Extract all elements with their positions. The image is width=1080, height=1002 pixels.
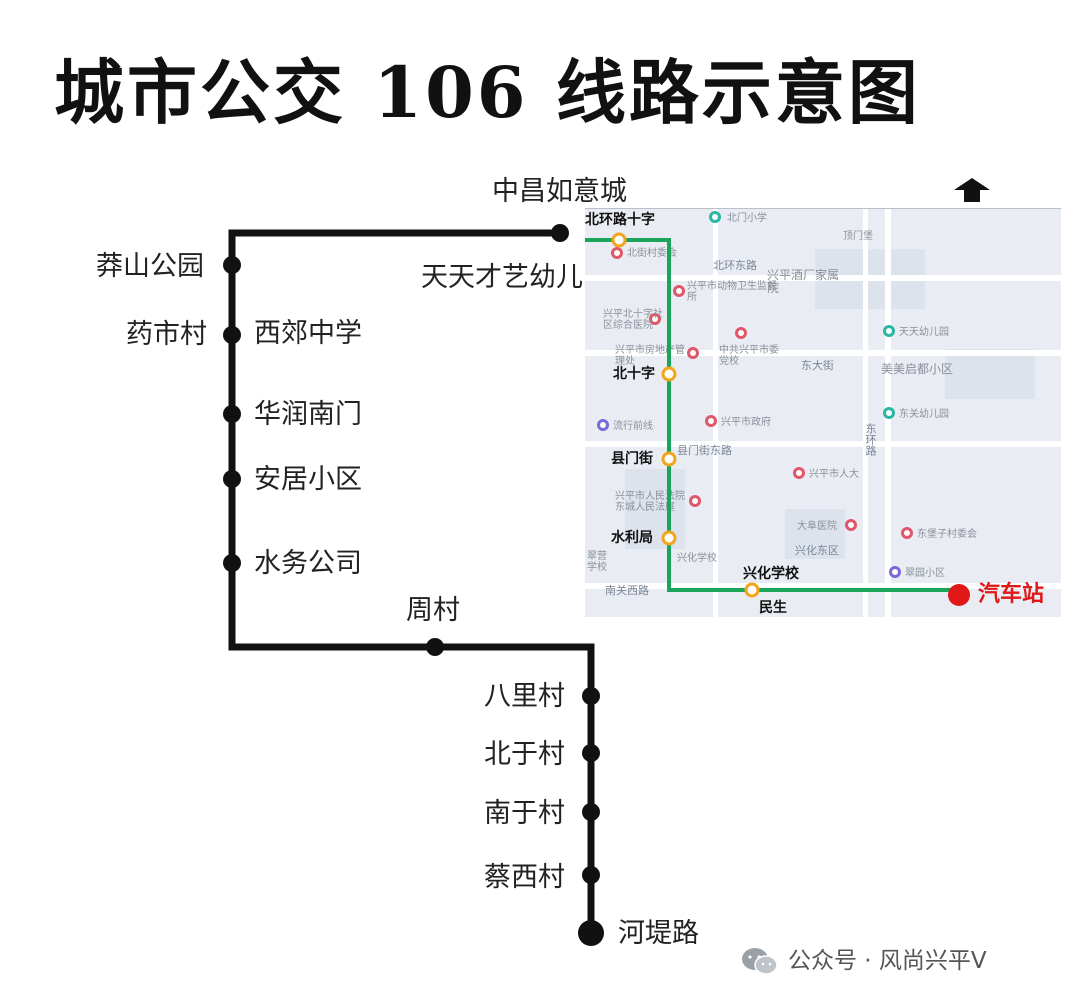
map-road [585,441,1061,447]
poi-pin-icon [889,566,901,578]
station-label-hedi: 河堤路 [618,918,699,949]
station-dot-zhoucun [426,638,444,656]
poi-label-cuiyuan: 翠园小区 [905,568,945,579]
poi-label-animal: 兴平市动物卫生监督所 [687,281,777,303]
station-dot-mangshan [223,256,241,274]
poi-label-hospital: 大阜医院 [797,521,837,532]
station-label-zhongchang: 中昌如意城 [492,176,627,207]
poi-label-gov: 兴平市政府 [721,417,771,428]
map-road [863,209,868,617]
station-label-shuiwu: 水务公司 [254,548,362,579]
poi-label-dongguan-kg: 东关幼儿园 [899,409,949,420]
wechat-icon [742,948,778,975]
station-dot-caixi [582,866,600,884]
inset-stop-label-minsheng: 民生 [759,600,787,616]
station-dot-zhongchang [551,224,569,242]
map-road [713,209,718,617]
station-label-zhoucun: 周村 [406,595,460,626]
inset-stop-label-xinghua: 兴化学校 [743,566,799,582]
inset-stop-marker [661,530,677,546]
station-label-bali: 八里村 [484,681,565,712]
poi-label-court: 兴平市人民法院东城人民法庭 [615,491,685,513]
north-arrow-icon [954,178,990,202]
map-block [785,509,845,559]
poi-pin-icon [883,407,895,419]
poi-label-dongbao: 东堡子村委会 [917,529,977,540]
map-inset: 北环东路 东大街 县门街东路 南关西路 东环路 兴化东区 北门小学 北街村委会 … [585,208,1061,617]
station-label-mangshan: 莽山公园 [96,251,204,282]
inset-stop-marker [744,582,760,598]
street-label-nanguan-west: 南关西路 [605,584,649,597]
poi-pin-icon [649,313,661,325]
poi-label-renda: 兴平市人大 [809,469,859,480]
inset-route-line [585,238,955,592]
map-road [585,583,1061,589]
map-road [585,275,1061,281]
map-block [945,349,1035,399]
watermark: 公众号 · 风尚兴平V [740,946,987,976]
poi-label-tiantian-kg: 天天幼儿园 [899,327,949,338]
poi-pin-icon [597,419,609,431]
page-title: 城市公交 106 线路示意图 [54,51,921,134]
poi-pin-icon [883,325,895,337]
inset-stop-label-shuili: 水利局 [611,530,653,546]
station-dot-nanyu [582,803,600,821]
poi-label-liuxing: 流行前线 [613,421,653,432]
inset-stop-label-xianmen: 县门街 [611,451,653,467]
station-dot-anju [223,470,241,488]
station-dot-beiyu [582,744,600,762]
poi-pin-icon [901,527,913,539]
poi-label-beimen-school: 北门小学 [727,213,767,224]
poi-pin-icon [845,519,857,531]
street-label-xinghua-east: 兴化东区 [795,544,839,557]
poi-pin-icon [793,467,805,479]
poi-label-yiguan: 翠营学校 [587,551,607,573]
poi-label-housing: 兴平市房地产管理处 [615,345,685,367]
poi-pin-icon [735,327,747,339]
poi-pin-icon [673,285,685,297]
inset-stop-marker [611,232,627,248]
station-dot-bali [582,687,600,705]
poi-label-party-school: 中共兴平市委党校 [719,345,779,367]
station-label-tiantian: 天天才艺幼儿 [421,262,583,293]
watermark-text: 公众号 · 风尚兴平V [788,947,987,974]
poi-label-dongkou: 顶门堡 [843,231,873,242]
street-label-xianmen-east: 县门街东路 [677,444,732,457]
station-label-nanyu: 南于村 [484,798,565,829]
inset-stop-marker [661,451,677,467]
poi-pin-icon [705,415,717,427]
station-dot-yaoshi [223,326,241,344]
poi-label-school: 兴化学校 [677,553,717,564]
poi-label-meimei: 美美启都小区 [881,362,954,376]
inset-terminal-label: 汽车站 [978,582,1045,607]
route-line [228,229,595,933]
poi-pin-icon [611,247,623,259]
inset-stop-marker [661,366,677,382]
street-label-beihuan-east: 北环东路 [713,259,757,272]
poi-pin-icon [709,211,721,223]
poi-pin-icon [689,495,701,507]
station-label-huarun: 华润南门 [254,399,362,430]
poi-label-community-health: 兴平北十字社区综合医院 [603,309,663,331]
station-label-beiyu: 北于村 [484,739,565,770]
station-dot-shuiwu [223,554,241,572]
station-dot-huarun [223,405,241,423]
map-road [585,350,1061,356]
inset-stop-label-beishizi: 北十字 [613,366,655,382]
inset-terminal-marker [948,584,970,606]
poi-label-beijie-committee: 北街村委会 [627,248,677,259]
street-label-dongda: 东大街 [801,359,834,372]
station-dot-hedi [578,920,604,946]
station-label-yaoshi: 药市村 [126,319,207,350]
inset-stop-label-beihuan: 北环路十字 [585,212,655,228]
inset-route [585,232,970,606]
poi-label-nongye: 兴平酒厂家属院 [767,268,840,296]
street-label-donghuan: 东环路 [864,423,877,456]
station-label-anju: 安居小区 [254,464,362,495]
station-label-caixi: 蔡西村 [484,862,565,893]
poi-pin-icon [687,347,699,359]
station-label-xijiao: 西郊中学 [254,318,362,349]
